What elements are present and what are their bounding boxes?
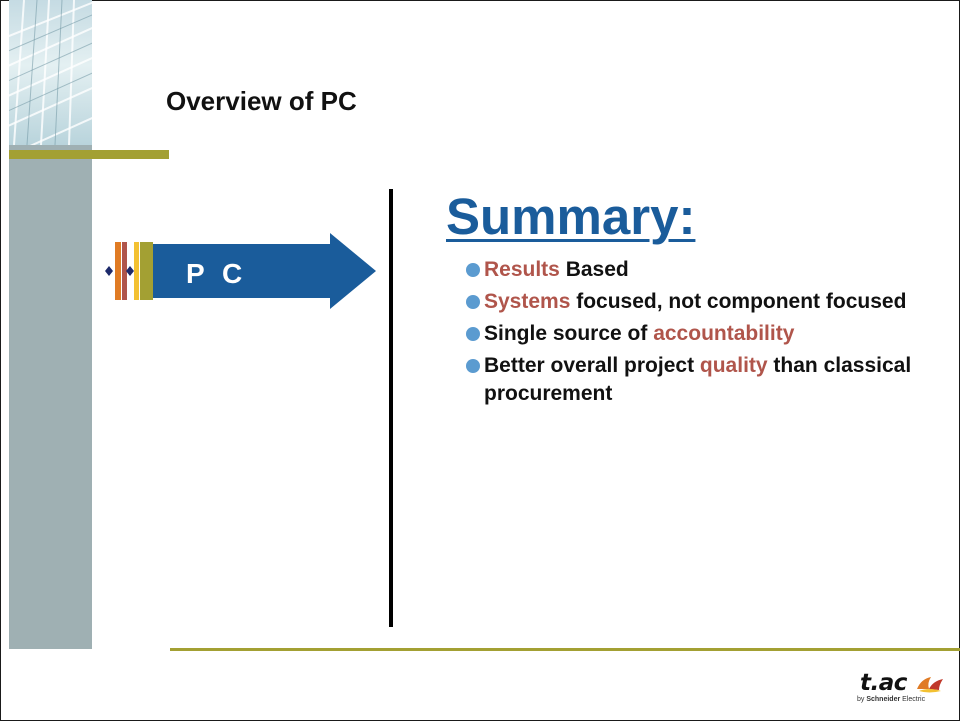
bullet-text: Single source of	[484, 322, 654, 345]
footer-rule	[170, 648, 960, 651]
pc-arrow	[105, 233, 376, 309]
bullet-highlight: Results	[484, 258, 560, 281]
bullet-highlight: Systems	[484, 290, 571, 313]
title-rule	[9, 150, 169, 159]
bullet-highlight: quality	[699, 354, 768, 377]
building-photo	[9, 0, 92, 145]
slide-title: Overview of PC	[166, 86, 357, 116]
logo-mark: t.ac	[860, 670, 907, 696]
bullet-text: focused, not component focused	[570, 290, 907, 313]
summary-heading: Summary:	[446, 188, 696, 245]
tac-logo: t.ac by Schneider Electric	[855, 671, 951, 711]
bullet-dot-icon	[466, 327, 480, 341]
pc-arrow-label: P C	[186, 258, 248, 289]
vertical-divider	[389, 189, 393, 627]
logo-by: by	[857, 696, 867, 703]
bullet-text: Better overall project	[484, 354, 700, 377]
bullet-text: Based	[559, 258, 629, 281]
bullet-dot-icon	[466, 359, 480, 373]
bullet-dot-icon	[466, 263, 480, 277]
bullet-item: Systems focused, not component focused	[464, 288, 954, 316]
bullet-highlight: accountability	[653, 322, 795, 345]
flame-icon	[917, 677, 943, 693]
logo-suffix: Electric	[900, 696, 926, 703]
logo-brand: Schneider	[866, 696, 901, 703]
bullet-item: Results Based	[464, 256, 954, 284]
summary-bullets: Results Based Systems focused, not compo…	[464, 256, 954, 412]
bullet-item: Single source of accountability	[464, 320, 954, 348]
bullet-dot-icon	[466, 295, 480, 309]
logo-subtitle: by Schneider Electric	[857, 696, 925, 703]
bullet-item: Better overall project quality than clas…	[464, 352, 954, 408]
bullet-text: than classical procurement	[484, 354, 912, 405]
